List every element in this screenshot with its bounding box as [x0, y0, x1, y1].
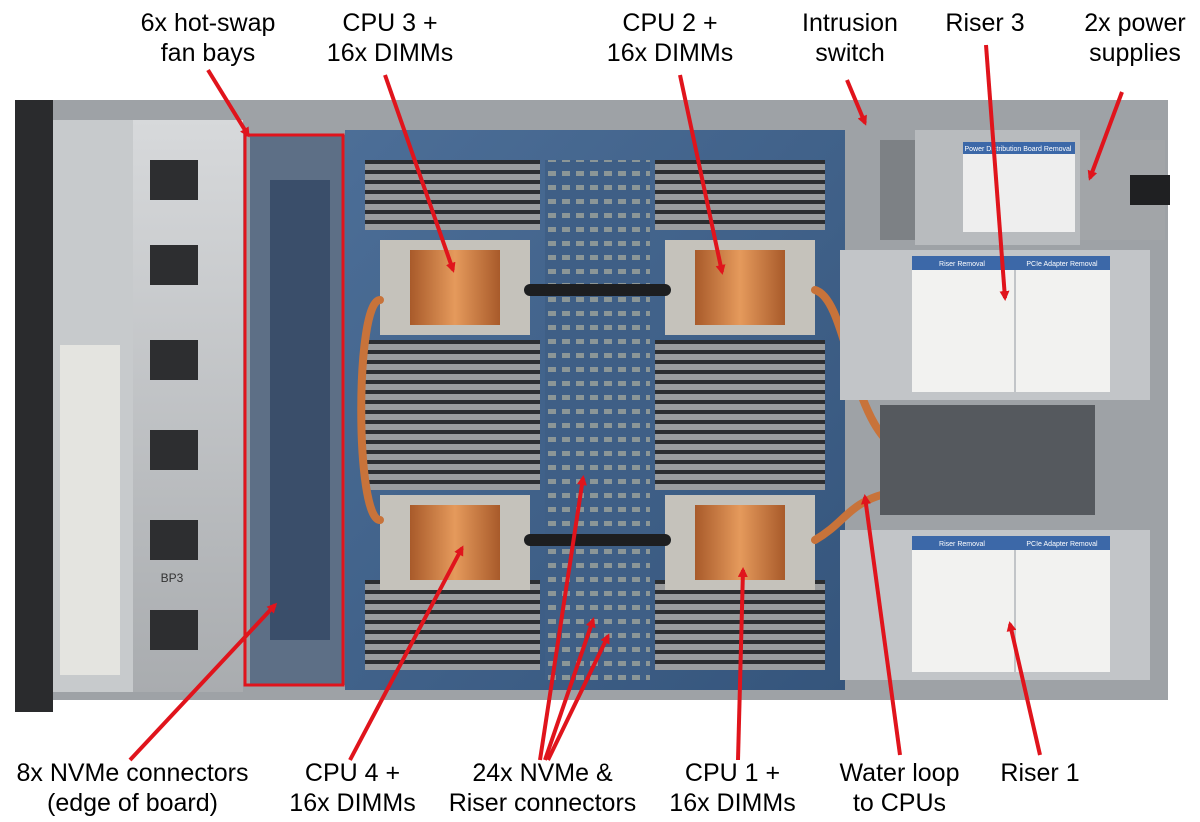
riser3-removal-title: Riser Removal	[939, 261, 985, 268]
arrow-nvme24-c	[546, 633, 610, 761]
fan-label: BP3	[161, 571, 184, 585]
arrow-nvme24-b	[543, 617, 596, 761]
label-riser1: Riser 1	[1000, 759, 1080, 787]
label-nvme-24: 24x NVMe &Riser connectors	[448, 759, 637, 817]
riser3-pcie-title: PCIe Adapter Removal	[1026, 261, 1098, 268]
label-cpu3: CPU 3 +16x DIMMs	[326, 9, 454, 67]
dimm-banks	[365, 160, 825, 670]
service-label	[60, 345, 120, 675]
label-cpu4: CPU 4 +16x DIMMs	[289, 759, 416, 817]
nvme-riser-connectors	[545, 160, 650, 680]
label-cpu1: CPU 1 +16x DIMMs	[669, 759, 796, 817]
front-bezel	[15, 100, 53, 712]
label-cpu2: CPU 2 +16x DIMMs	[606, 9, 734, 67]
arrow-riser1	[1006, 621, 1042, 756]
fan-modules	[150, 160, 198, 650]
rear-modules	[840, 130, 1170, 680]
arrow-cpu4	[348, 545, 464, 761]
arrow-nvme8	[128, 602, 278, 762]
arrow-nvme24-a	[538, 475, 587, 761]
label-nvme-8: 8x NVMe connectors(edge of board)	[16, 759, 249, 817]
riser1-pcie-title: PCIe Adapter Removal	[1026, 541, 1098, 548]
nvme-highlight-box	[243, 133, 345, 687]
arrow-intrusion	[845, 79, 867, 126]
arrow-riser3	[984, 44, 1010, 301]
callout-arrows	[128, 44, 1124, 762]
fan-bay-area	[133, 120, 243, 692]
arrow-fan-bays	[206, 68, 250, 138]
arrow-cpu2	[678, 74, 726, 275]
power-board-title: Power Distribution Board Removal	[965, 146, 1072, 153]
riser1-removal-title: Riser Removal	[939, 541, 985, 548]
label-riser3: Riser 3	[945, 9, 1025, 37]
arrow-cpu1	[736, 567, 748, 761]
arrow-water-loop	[860, 494, 902, 756]
arrow-cpu3	[383, 74, 456, 273]
arrow-power	[1087, 91, 1124, 181]
